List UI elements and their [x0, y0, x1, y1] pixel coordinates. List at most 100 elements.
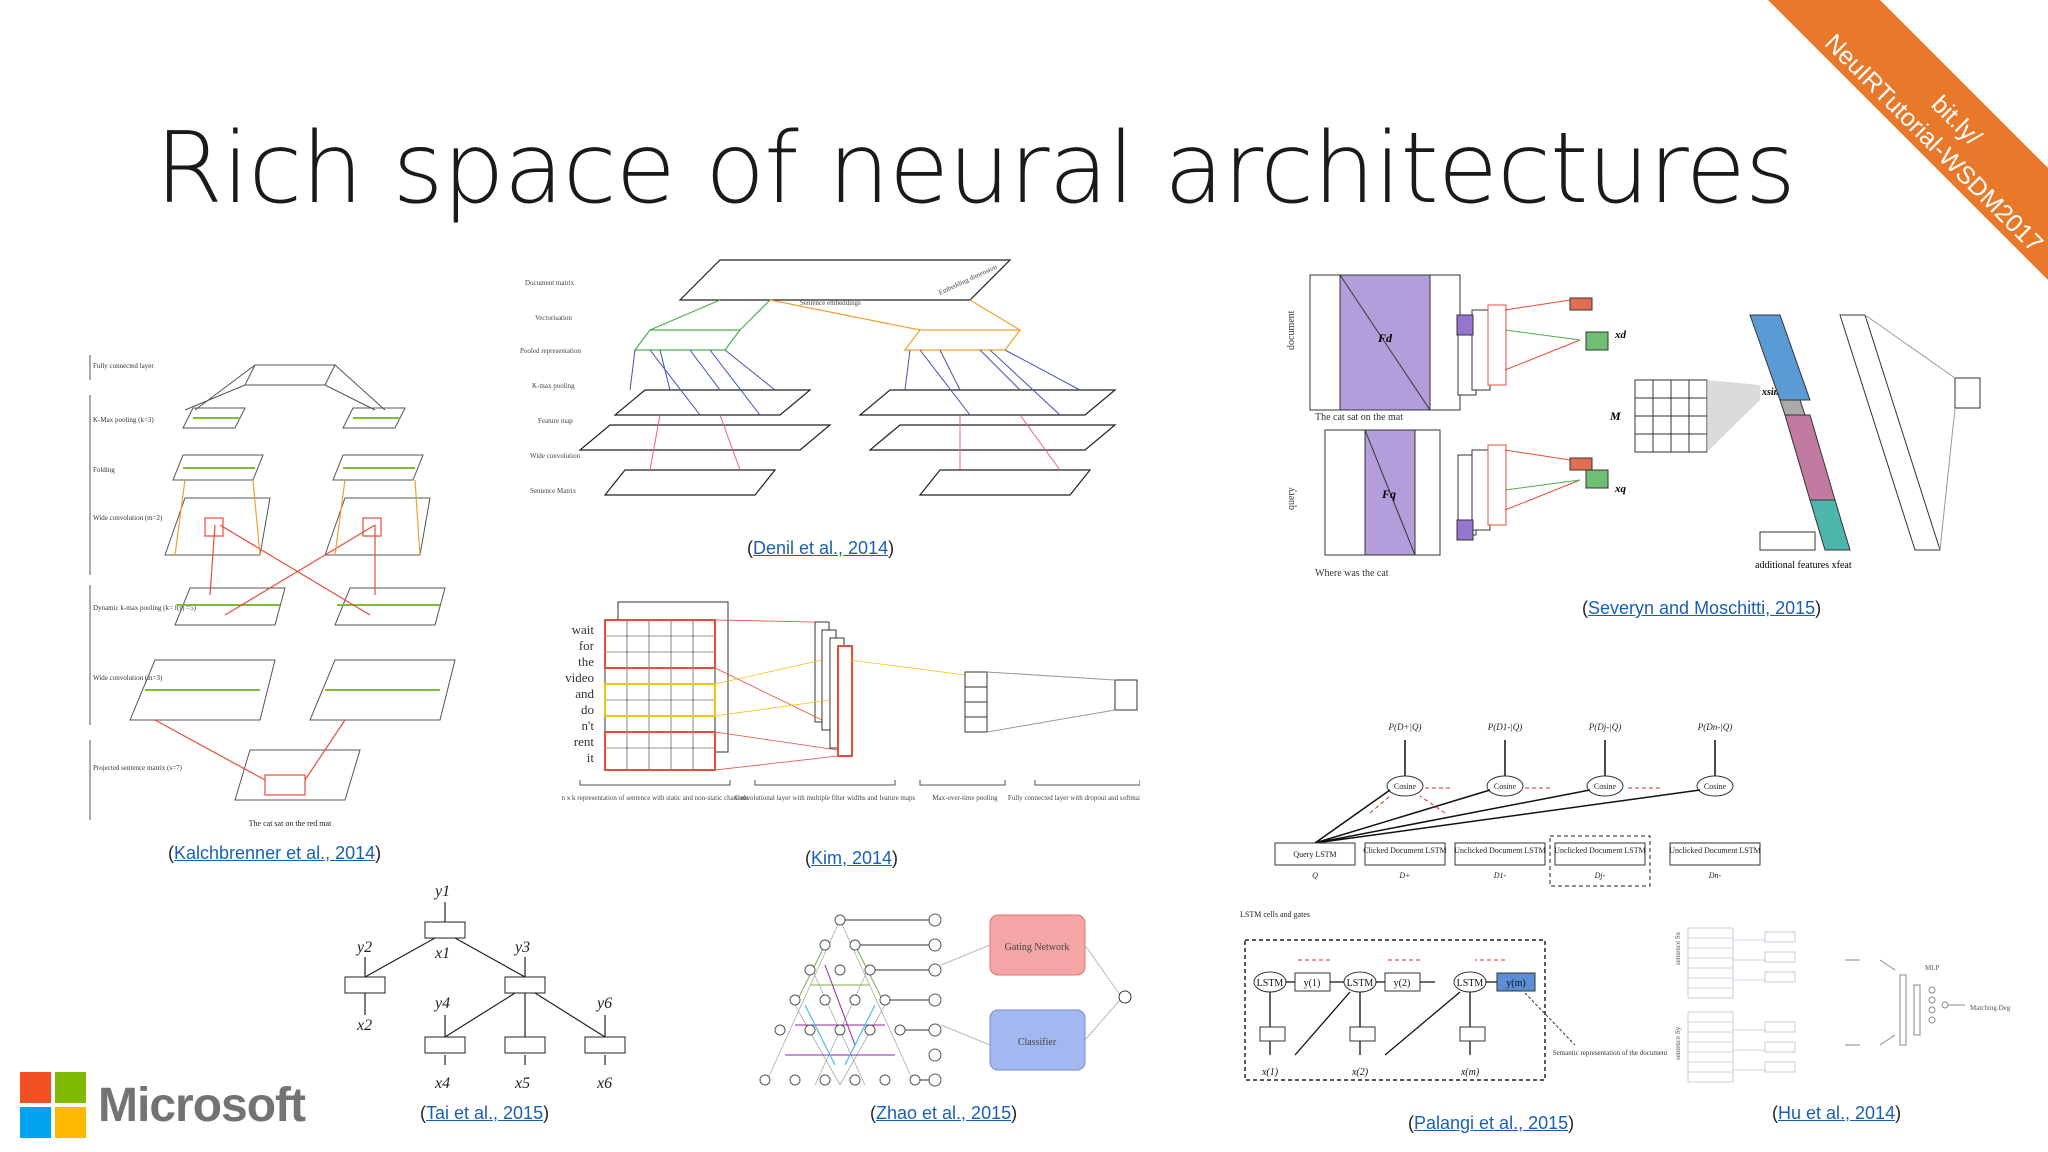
dssm-cos-1: Cosine [1494, 782, 1517, 791]
zhao-link[interactable]: Zhao et al., 2015 [876, 1103, 1012, 1123]
kim-word-3: video [565, 670, 594, 685]
k-label-3: Wide convolution (m=2) [93, 514, 163, 522]
kim-cap-0: n x k representation of sentence with st… [562, 794, 749, 802]
tai-y1: y1 [433, 883, 450, 900]
citation-kim[interactable]: (Kim, 2014) [805, 848, 899, 868]
sev-extra: additional features xfeat [1755, 560, 1852, 571]
figure-zhao: Gating Network Classifier [759, 913, 1132, 1087]
tai-link[interactable]: Tai et al., 2015 [426, 1103, 544, 1123]
dssm-prob-1: P(D1-|Q) [1487, 722, 1522, 732]
palangi-in-1: x(2) [1351, 1067, 1369, 1078]
kim-link[interactable]: Kim, 2014 [811, 848, 893, 868]
hu-label-2: MLP [1925, 964, 1940, 972]
kalchbrenner-link[interactable]: Kalchbrenner et al., 2014 [174, 843, 376, 863]
denil-link[interactable]: Denil et al., 2014 [753, 538, 889, 558]
figure-denil: Document matrix Vectorisation Pooled rep… [520, 259, 1117, 496]
palangi-link[interactable]: Palangi et al., 2015 [1414, 1113, 1569, 1133]
citation-hu[interactable]: (Hu et al., 2014) [1772, 1103, 1902, 1123]
palangi-cell-0: LSTM [1257, 978, 1284, 989]
banner-line2: NeuIRTutorial-WSDM2017 [1819, 28, 2048, 258]
slide-title: Rich space of neural architectures [155, 112, 1796, 226]
dssm-sub-2: D1- [1493, 871, 1507, 880]
d-label-4: Feature map [538, 417, 573, 425]
sev-query-words: Where was the cat [1315, 568, 1389, 579]
figure-kalchbrenner: Fully connected layer K-Max pooling (k=3… [89, 355, 456, 828]
figure-palangi-dssm: P(D+|Q) P(D1-|Q) P(Dj-|Q) P(Dn-|Q) Cosin… [1274, 722, 1761, 887]
sev-xq: xq [1614, 483, 1627, 495]
dssm-sub-0: Q [1312, 871, 1318, 880]
citation-denil[interactable]: (Denil et al., 2014) [747, 538, 895, 558]
dssm-box-4: Unclicked Document LSTM [1669, 846, 1761, 855]
palangi-cell-2: LSTM [1347, 978, 1374, 989]
dssm-box-0: Query LSTM [1293, 850, 1336, 859]
citation-tai[interactable]: (Tai et al., 2015) [420, 1103, 550, 1123]
kim-word-0: wait [572, 622, 595, 637]
sev-side-1: query [1286, 487, 1297, 510]
k-label-5: Wide convolution (m=3) [93, 674, 163, 682]
dssm-box-1: Clicked Document LSTM [1363, 846, 1447, 855]
palangi-in-2: x(m) [1460, 1067, 1480, 1078]
tai-y3: y3 [513, 939, 530, 956]
palangi-cell-3: y(2) [1394, 978, 1411, 989]
d-top-0: Sentence embeddings [800, 299, 861, 307]
severyn-link[interactable]: Severyn and Moschitti, 2015 [1588, 598, 1816, 618]
tai-x1: x1 [434, 945, 450, 962]
dssm-sub-1: D+ [1398, 871, 1410, 880]
figure-tai: y1 x1 y2 x2 y3 y4 x4 x5 y6 x6 [344, 883, 626, 1092]
d-label-1: Vectorisation [535, 314, 572, 322]
d-label-2: Pooled representation [520, 347, 581, 355]
hu-label-1: sentence Sy [1674, 1026, 1682, 1060]
hu-label-3: Matching Degree [1970, 1004, 2010, 1012]
k-label-6: Projected sentence matrix (s=7) [93, 764, 183, 772]
kim-word-4: and [575, 686, 594, 701]
sev-xd: xd [1614, 329, 1627, 341]
dssm-cos-2: Cosine [1594, 782, 1617, 791]
figure-palangi: LSTM cells and gates LSTM y(1) LSTM y(2)… [1240, 910, 1668, 1081]
citation-severyn[interactable]: (Severyn and Moschitti, 2015) [1582, 598, 1822, 618]
dssm-box-3: Unclicked Document LSTM [1554, 846, 1646, 855]
sev-side-0: document [1286, 310, 1297, 350]
microsoft-wordmark: Microsoft [98, 1079, 306, 1132]
tai-y4: y4 [433, 995, 450, 1012]
k-label-1: K-Max pooling (k=3) [93, 416, 154, 424]
dssm-cos-3: Cosine [1704, 782, 1727, 791]
d-label-3: K-max pooling [532, 382, 575, 390]
kim-word-7: rent [574, 734, 595, 749]
k-label-0: Fully connected layer [93, 362, 154, 370]
hu-link[interactable]: Hu et al., 2014 [1778, 1103, 1896, 1123]
palangi-cell-5: y(m) [1506, 978, 1525, 989]
dssm-cos-0: Cosine [1394, 782, 1417, 791]
tai-x5: x5 [514, 1075, 530, 1092]
figure-hu: sentence Sx sentence Sy MLP Matching Deg… [1674, 927, 2010, 1083]
d-label-5: Wide convolution [530, 452, 581, 460]
sev-doc-words: The cat sat on the mat [1315, 412, 1403, 423]
dssm-box-2: Unclicked Document LSTM [1454, 846, 1546, 855]
kim-word-2: the [578, 654, 594, 669]
figure-severyn: document query The cat sat on the mat Wh… [1286, 274, 1981, 579]
tai-y2: y2 [355, 939, 372, 956]
tai-x6: x6 [596, 1075, 612, 1092]
palangi-title: LSTM cells and gates [1240, 910, 1310, 919]
kim-cap-2: Max-over-time pooling [932, 794, 998, 802]
corner-banner-text[interactable]: bit.ly/ NeuIRTutorial-WSDM2017 [1781, 0, 2048, 296]
kim-word-8: it [587, 750, 595, 765]
sev-xsim: xsim [1761, 387, 1782, 398]
dssm-sub-4: Dn- [1708, 871, 1722, 880]
dssm-sub-3: Dj- [1594, 871, 1606, 880]
d-label-6: Sentence Matrix [530, 487, 577, 495]
tai-x4: x4 [434, 1075, 450, 1092]
citation-palangi[interactable]: (Palangi et al., 2015) [1408, 1113, 1575, 1133]
tai-y6: y6 [595, 995, 612, 1012]
kim-word-6: n't [582, 718, 595, 733]
zhao-classifier: Classifier [1018, 1037, 1057, 1048]
dssm-prob-3: P(Dn-|Q) [1697, 722, 1732, 732]
d-label-0: Document matrix [525, 279, 575, 287]
palangi-cell-4: LSTM [1457, 978, 1484, 989]
hu-label-0: sentence Sx [1674, 931, 1682, 965]
kim-word-1: for [579, 638, 595, 653]
dssm-prob-2: P(Dj-|Q) [1588, 722, 1621, 732]
palangi-in-0: x(1) [1261, 1067, 1279, 1078]
citation-zhao[interactable]: (Zhao et al., 2015) [870, 1103, 1018, 1123]
palangi-semantic: Semantic representation of the document [1553, 1049, 1668, 1057]
citation-kalchbrenner[interactable]: (Kalchbrenner et al., 2014) [168, 843, 382, 863]
